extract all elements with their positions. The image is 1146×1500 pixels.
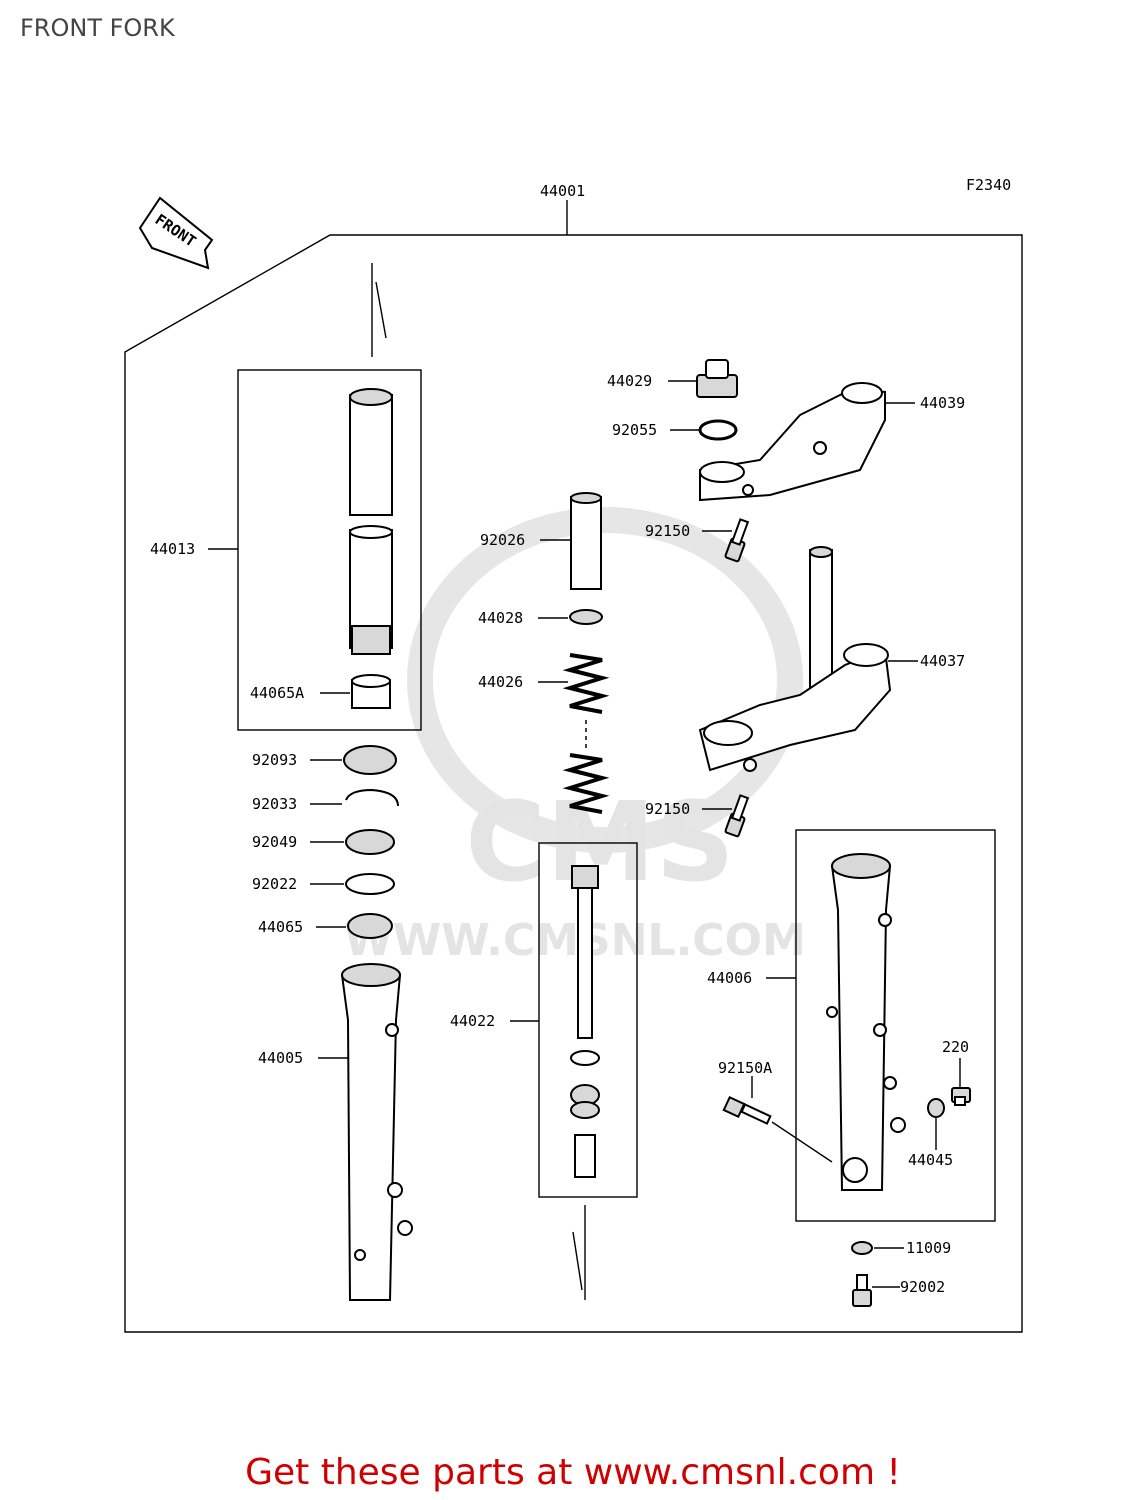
bolt-upper — [724, 518, 750, 563]
bolt-lower — [724, 794, 750, 838]
stem-bracket — [698, 546, 892, 772]
outer-tube-right-group-box — [795, 829, 996, 1222]
part-11009: 11009 — [906, 1239, 951, 1257]
part-44006: 44006 — [707, 969, 752, 987]
part-44039: 44039 — [920, 394, 965, 412]
cylinder — [570, 865, 600, 1178]
part-92150-upper: 92150 — [645, 522, 690, 540]
gasket — [851, 1241, 873, 1255]
outer-tube-left — [340, 963, 413, 1301]
part-44065a: 44065A — [250, 684, 304, 702]
watermark: CMS WWW.CMSNL.COM — [344, 507, 806, 966]
part-92150a: 92150A — [718, 1059, 772, 1077]
part-44045: 44045 — [908, 1151, 953, 1169]
plug — [951, 1087, 971, 1106]
part-92033: 92033 — [252, 795, 297, 813]
bushing-a — [351, 674, 391, 709]
part-220: 220 — [942, 1038, 969, 1056]
o-ring — [698, 419, 738, 441]
figure-code: F2340 — [966, 176, 1011, 194]
part-44013: 44013 — [150, 540, 195, 558]
washer — [345, 873, 395, 895]
assembly-outline — [124, 234, 1023, 1333]
part-92002: 92002 — [900, 1278, 945, 1296]
spring — [562, 653, 610, 814]
inner-tube-group-box — [237, 369, 422, 731]
part-44001: 44001 — [540, 182, 585, 200]
cylinder-group-box — [538, 842, 638, 1198]
spring-seat — [569, 609, 603, 625]
upper-bracket — [699, 382, 886, 502]
part-44022: 44022 — [450, 1012, 495, 1030]
part-92049: 92049 — [252, 833, 297, 851]
part-44065: 44065 — [258, 918, 303, 936]
front-direction-arrow: FRONT — [138, 196, 214, 270]
part-44037: 44037 — [920, 652, 965, 670]
break-mark-top — [371, 263, 387, 357]
nut — [927, 1098, 945, 1118]
oil-seal — [345, 829, 395, 855]
drain-bolt — [852, 1274, 872, 1307]
part-92022: 92022 — [252, 875, 297, 893]
part-44026: 44026 — [478, 673, 523, 691]
page-title: FRONT FORK — [20, 14, 175, 42]
bushing — [347, 913, 393, 939]
inner-tube — [349, 388, 393, 655]
watermark-url: WWW.CMSNL.COM — [344, 915, 806, 966]
part-92093: 92093 — [252, 751, 297, 769]
watermark-logo: CMS — [465, 778, 734, 906]
part-44028: 44028 — [478, 609, 523, 627]
spacer — [570, 492, 602, 590]
promo-link[interactable]: Get these parts at www.cmsnl.com ! — [245, 1452, 901, 1493]
part-44029: 44029 — [607, 372, 652, 390]
fork-cap — [696, 359, 738, 398]
part-92026: 92026 — [480, 531, 525, 549]
axle-bolt — [722, 1095, 772, 1125]
part-92150-lower: 92150 — [645, 800, 690, 818]
outer-tube-right — [826, 853, 906, 1191]
part-92055: 92055 — [612, 421, 657, 439]
dust-seal — [343, 745, 397, 775]
part-44005: 44005 — [258, 1049, 303, 1067]
retaining-ring — [345, 788, 399, 807]
break-mark-bottom — [572, 1205, 586, 1300]
